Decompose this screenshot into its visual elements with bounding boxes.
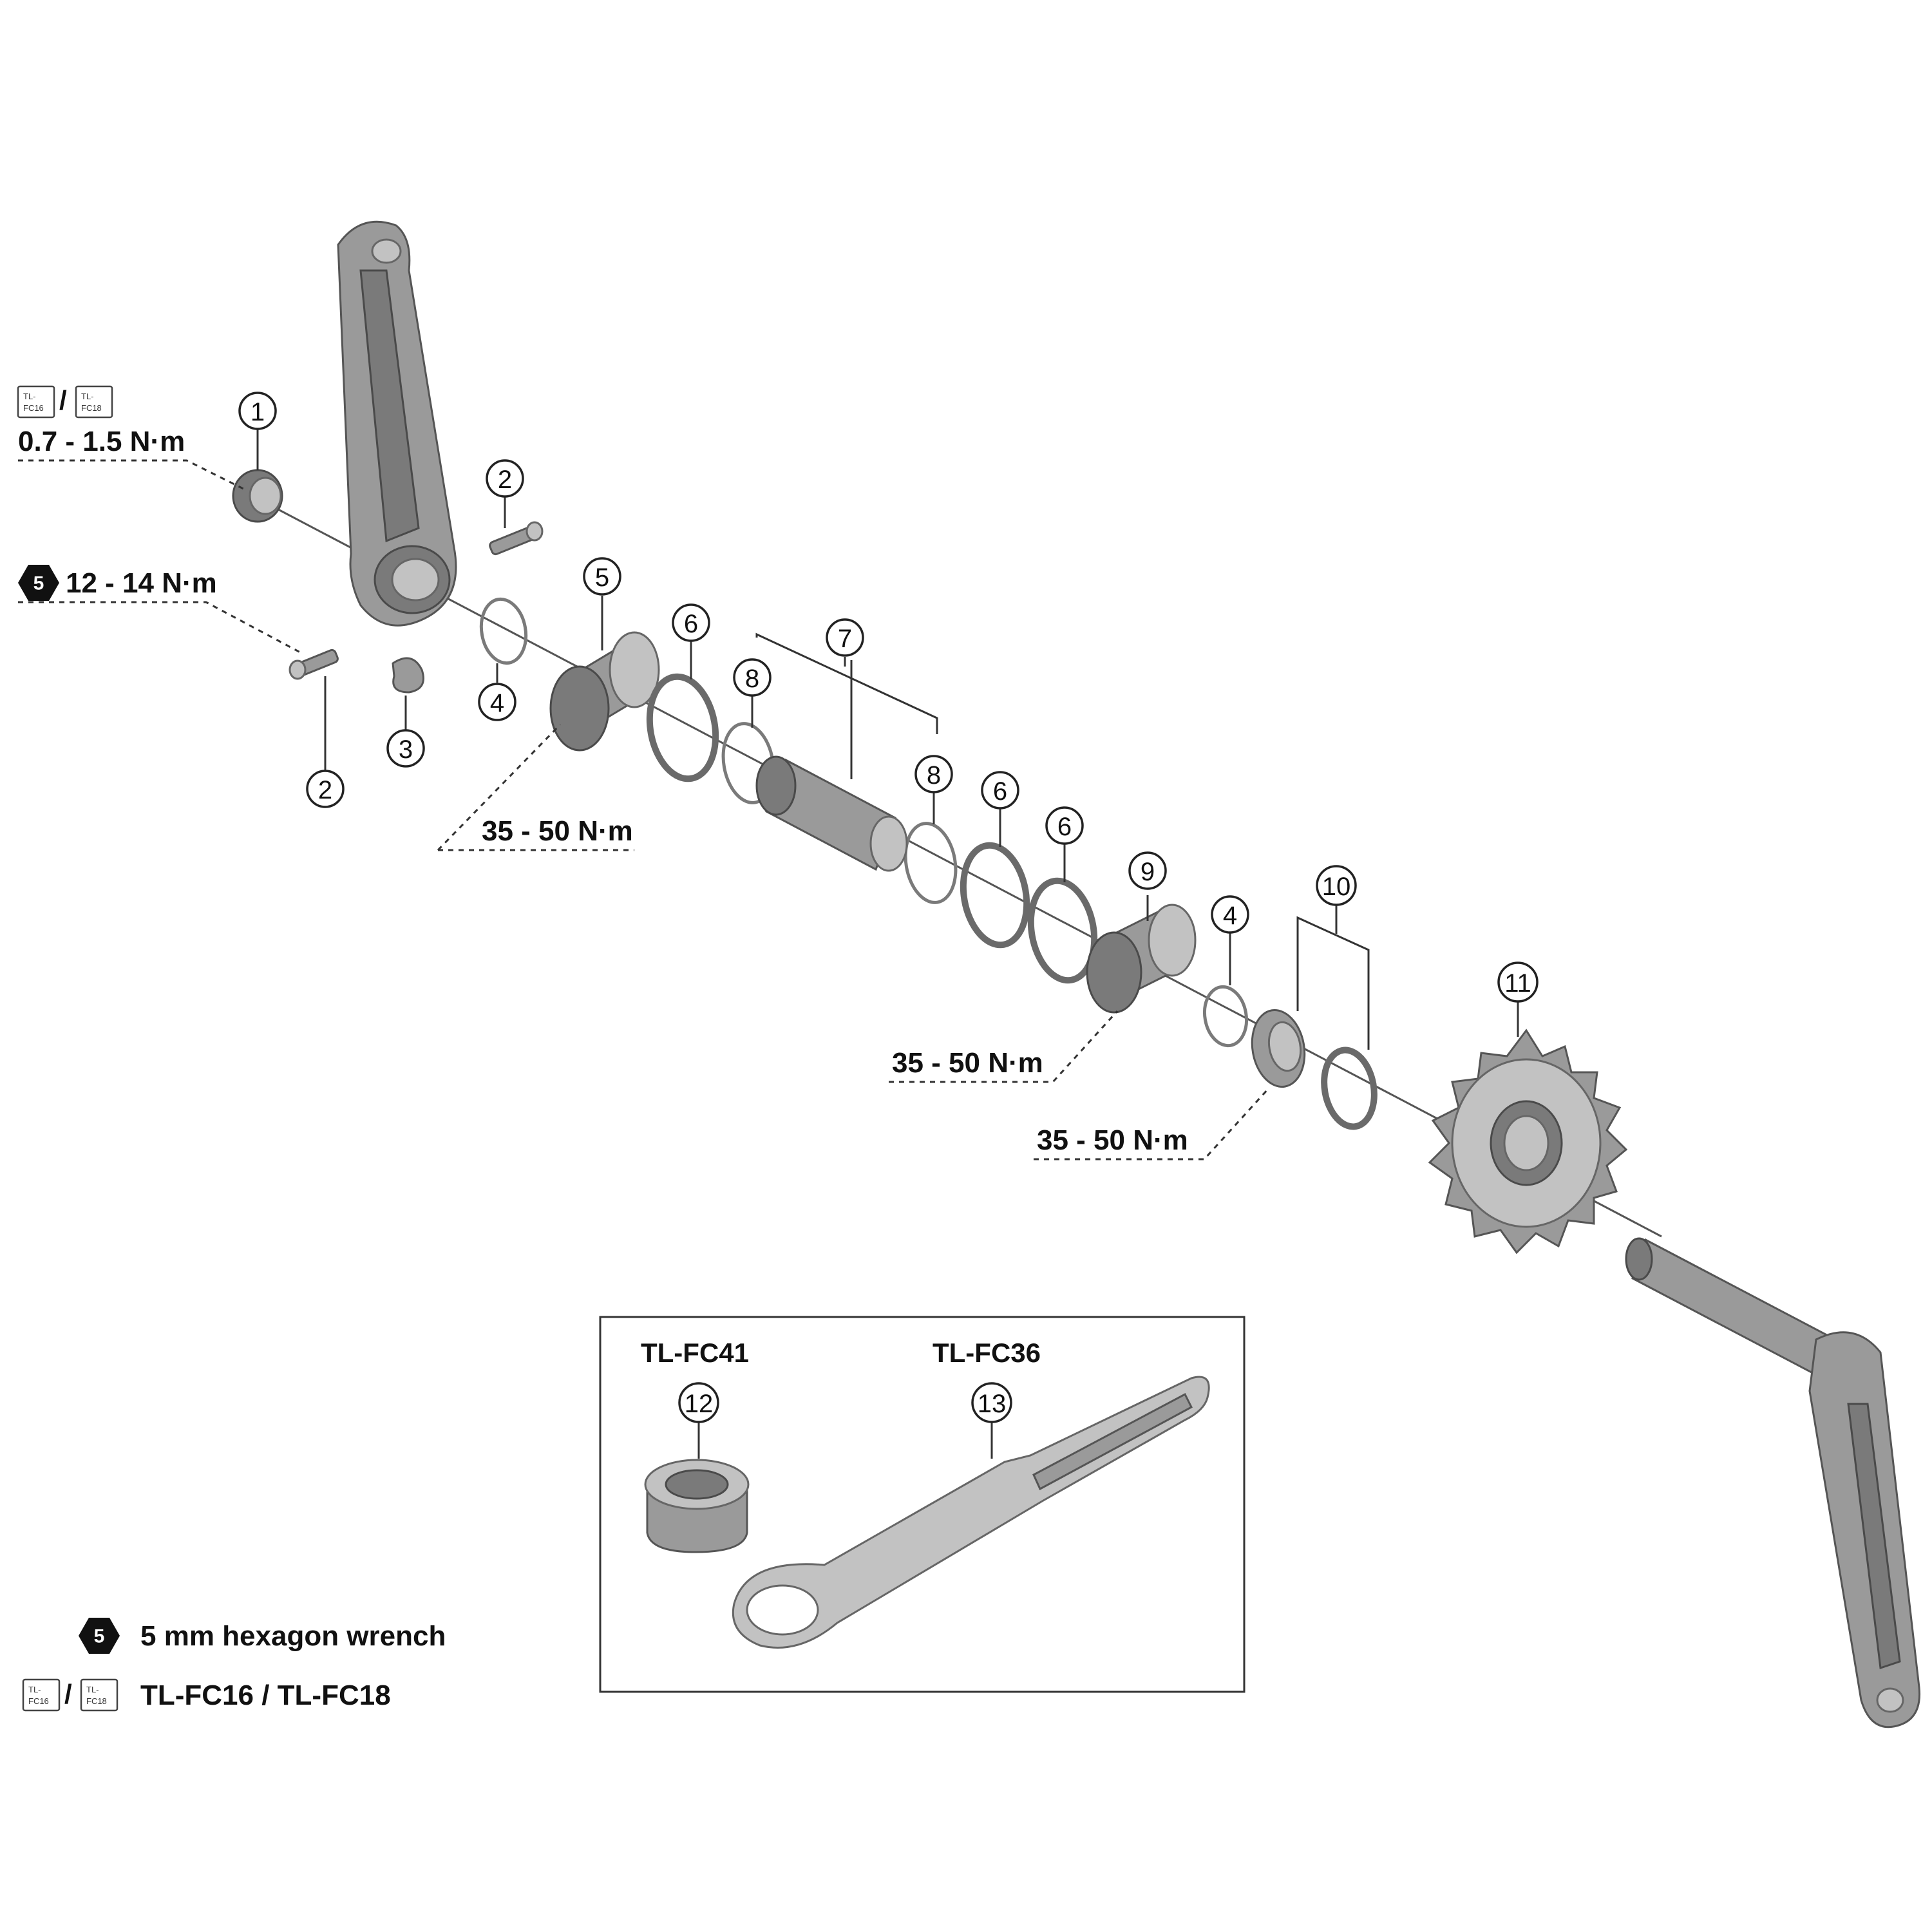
assembly-axis-line [276, 507, 1662, 1238]
svg-text:13: 13 [978, 1390, 1007, 1418]
svg-text:10: 10 [1322, 873, 1351, 901]
callout-6-c: 6 [1045, 806, 1084, 845]
lock-ring-spacer [1321, 1046, 1378, 1130]
callout-1: 1 [238, 392, 277, 430]
legend-tl-tools-text: TL-FC16 / TL-FC18 [140, 1680, 391, 1711]
legend-hex: 5 [79, 1618, 120, 1654]
svg-text:8: 8 [927, 761, 941, 790]
svg-text:TL-: TL- [23, 392, 36, 401]
legend-tool-icons: TL- FC16 / TL- FC18 [22, 1678, 118, 1712]
pinch-bolt-lower [289, 649, 339, 680]
svg-text:12: 12 [685, 1390, 714, 1418]
callout-12: 12 [678, 1382, 719, 1423]
svg-text:8: 8 [745, 665, 759, 693]
torque-adapter-left: 35 - 50 N·m [482, 815, 633, 847]
svg-text:FC18: FC18 [81, 403, 102, 413]
o-ring-right [1202, 985, 1249, 1048]
tool-box: TL-FC41 TL-FC36 12 13 [599, 1316, 1245, 1693]
callout-9: 9 [1128, 851, 1167, 890]
svg-text:1: 1 [251, 398, 265, 426]
svg-text:6: 6 [993, 777, 1007, 806]
inner-cover-tube [755, 755, 908, 872]
leader-7-bracket [755, 632, 938, 734]
pinch-bolt-upper [489, 521, 544, 556]
callout-6-b: 6 [981, 771, 1019, 810]
callout-2-upper: 2 [486, 459, 524, 498]
callout-8-left: 8 [733, 658, 772, 697]
svg-text:/: / [64, 1679, 72, 1709]
callout-3: 3 [386, 729, 425, 768]
callout-2-lower: 2 [306, 770, 345, 808]
leader-10-bracket [1296, 916, 1370, 1050]
svg-text:6: 6 [684, 610, 698, 638]
svg-text:TL-: TL- [28, 1685, 41, 1694]
left-crank-arm [337, 220, 457, 627]
spacer-ring-b [960, 842, 1030, 949]
tl-fc36-wrench [732, 1376, 1210, 1649]
svg-text:6: 6 [1057, 813, 1072, 841]
svg-text:FC16: FC16 [28, 1696, 49, 1706]
safety-plate [392, 657, 424, 694]
spacer-ring-a [646, 673, 719, 782]
tool-label-fc41: TL-FC41 [641, 1338, 749, 1368]
callout-10: 10 [1316, 865, 1357, 906]
spacer-ring-c [1027, 877, 1098, 984]
callout-4-left: 4 [478, 683, 516, 721]
right-crank-arm [1625, 1237, 1921, 1728]
crank-cap [232, 469, 283, 523]
callout-5: 5 [583, 557, 621, 596]
tl-fc41-socket [644, 1459, 750, 1553]
svg-text:2: 2 [318, 776, 332, 804]
svg-text:/: / [59, 385, 67, 415]
svg-text:11: 11 [1504, 969, 1531, 998]
tool-label-fc36: TL-FC36 [933, 1338, 1041, 1368]
svg-text:5: 5 [94, 1626, 105, 1647]
svg-text:9: 9 [1141, 858, 1155, 886]
svg-text:TL-: TL- [86, 1685, 99, 1694]
svg-text:3: 3 [399, 735, 413, 764]
svg-text:4: 4 [490, 689, 504, 717]
lock-ring [1251, 1009, 1306, 1088]
legend-hex-wrench-text: 5 mm hexagon wrench [140, 1620, 446, 1652]
torque-lock-ring: 35 - 50 N·m [1037, 1124, 1188, 1156]
inner-seal-right [904, 822, 958, 904]
callout-13: 13 [971, 1382, 1012, 1423]
bb-adapter-right [1086, 904, 1197, 1014]
svg-text:5: 5 [595, 564, 609, 592]
callout-6-a: 6 [672, 603, 710, 642]
svg-text:4: 4 [1223, 902, 1237, 930]
dash-adapter-right [889, 1010, 1119, 1083]
dash-pinch [18, 601, 303, 655]
callout-4-right: 4 [1211, 895, 1249, 934]
bb-adapter-left [549, 631, 660, 752]
callout-11: 11 [1497, 961, 1539, 1003]
tool-icons-cap: TL- FC16 / TL- FC18 [17, 385, 113, 419]
callout-7: 7 [826, 618, 864, 657]
svg-text:2: 2 [498, 466, 512, 494]
torque-adapter-right: 35 - 50 N·m [892, 1047, 1043, 1079]
hex-icon-pinch: 5 [18, 565, 59, 601]
svg-text:TL-: TL- [81, 392, 94, 401]
svg-text:5: 5 [33, 573, 44, 594]
svg-text:FC16: FC16 [23, 403, 44, 413]
svg-text:FC18: FC18 [86, 1696, 107, 1706]
o-ring-left [479, 597, 528, 665]
callout-8-right: 8 [914, 755, 953, 793]
dash-cap [18, 459, 245, 491]
torque-pinch-bolts: 12 - 14 N·m [66, 567, 217, 599]
svg-text:7: 7 [838, 625, 852, 653]
chainring [1428, 1028, 1628, 1255]
dash-adapter-left-diag [437, 723, 562, 851]
torque-cap: 0.7 - 1.5 N·m [18, 426, 185, 457]
